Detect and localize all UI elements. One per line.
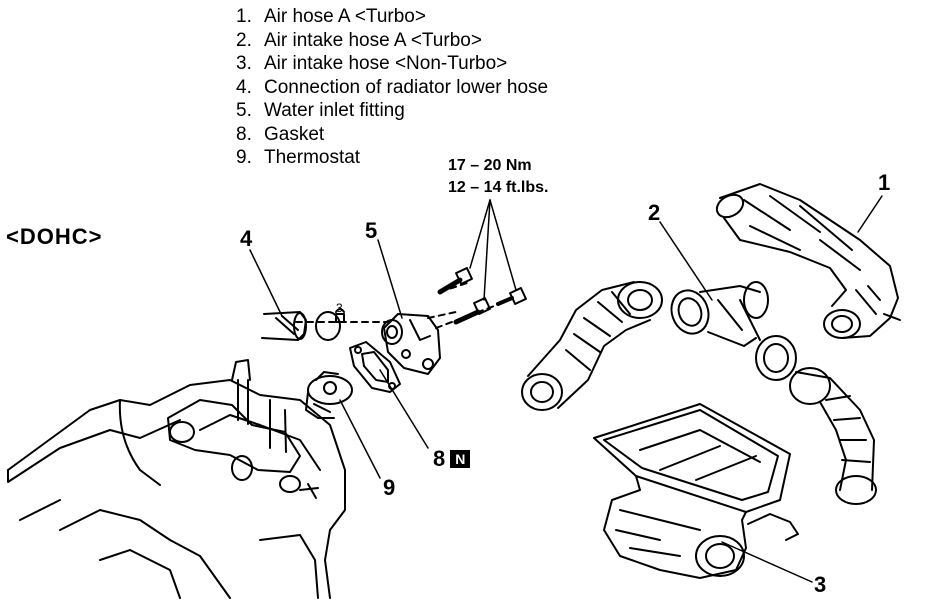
engine-variant-label: <DOHC> [6, 224, 103, 249]
torque-spec: 17 – 20 Nm 12 – 14 ft.lbs. [448, 155, 549, 199]
thermostat [305, 371, 353, 419]
air-intake-hose-non-turbo [593, 403, 799, 579]
legend-item-2: 2.Air intake hose A <Turbo> [236, 29, 482, 51]
new-part-badge: N [450, 450, 471, 468]
callout-2: 2 [648, 200, 661, 225]
legend-item-9: 9.Thermostat [236, 147, 361, 168]
left-intake-hose [521, 281, 663, 411]
callout-3: 3 [814, 572, 827, 597]
clamp-label: 3 [336, 301, 343, 315]
hose-clamp [315, 308, 345, 341]
radiator-hose-connection [261, 311, 307, 341]
engine-block [7, 359, 346, 599]
callout-4: 4 [240, 226, 253, 251]
callout-5: 5 [365, 218, 378, 243]
torque-imperial: 12 – 14 ft.lbs. [448, 179, 549, 196]
mounting-bolts [437, 267, 527, 325]
assembly-axes [295, 281, 511, 329]
right-intake-hose [789, 367, 877, 505]
water-inlet-fitting [381, 313, 441, 375]
legend-item-1: 1.Air hose A <Turbo> [236, 6, 426, 27]
callout-9: 9 [383, 475, 396, 500]
gasket [349, 341, 401, 393]
legend-item-5: 5.Water inlet fitting [236, 100, 405, 121]
parts-legend: 1.Air hose A <Turbo> 2.Air intake hose A… [236, 5, 548, 170]
air-hose-a [715, 183, 901, 339]
air-intake-hose-a [670, 281, 797, 381]
leader-lines [249, 195, 883, 583]
legend-item-8: 8.Gasket [236, 123, 325, 145]
legend-item-4: 4.Connection of radiator lower hose [236, 76, 549, 98]
torque-metric: 17 – 20 Nm [448, 157, 532, 174]
legend-item-3: 3.Air intake hose <Non-Turbo> [236, 53, 508, 74]
callout-1: 1 [878, 170, 891, 195]
